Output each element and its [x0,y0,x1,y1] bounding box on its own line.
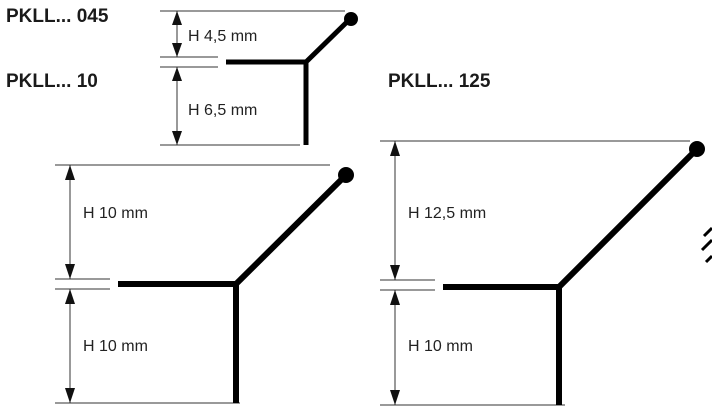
mid-profile-bulb [338,167,354,183]
edge-fragment-stroke [704,254,712,264]
small-profile-group: H 4,5 mm H 6,5 mm [160,10,358,146]
small-profile-bulb [344,12,358,26]
medium-profile-group: H 10 mm H 10 mm [55,164,354,404]
dimension-small-lower: H 6,5 mm [188,102,257,119]
model-label-pkll-045: PKLL... 045 [6,6,109,27]
arrow-down-icon [390,265,400,280]
arrow-down-icon [172,131,182,145]
large-profile-group: H 12,5 mm H 10 mm [380,140,705,406]
dimension-big-lower: H 10 mm [408,338,473,355]
arrow-down-icon [390,390,400,405]
arrow-up-icon [390,290,400,305]
small-profile-arm [304,17,352,64]
arrow-down-icon [65,264,75,279]
arrow-up-icon [172,11,182,25]
arrow-up-icon [65,289,75,304]
dimension-mid-lower: H 10 mm [83,338,148,355]
big-profile-bulb [689,141,705,157]
big-profile-arm [556,148,698,290]
dimension-big-upper: H 12,5 mm [408,205,486,222]
dimension-mid-upper: H 10 mm [83,205,148,222]
edge-fragment-stroke [702,226,712,238]
mid-profile-arm [233,173,348,287]
arrow-up-icon [172,67,182,81]
arrow-up-icon [390,141,400,156]
arrow-down-icon [65,388,75,403]
edge-fragment [700,226,712,264]
dimension-small-upper: H 4,5 mm [188,28,257,45]
model-label-pkll-125: PKLL... 125 [388,71,491,92]
edge-fragment-stroke [700,238,712,252]
arrow-up-icon [65,165,75,180]
model-label-pkll-10: PKLL... 10 [6,71,98,92]
arrow-down-icon [172,43,182,57]
